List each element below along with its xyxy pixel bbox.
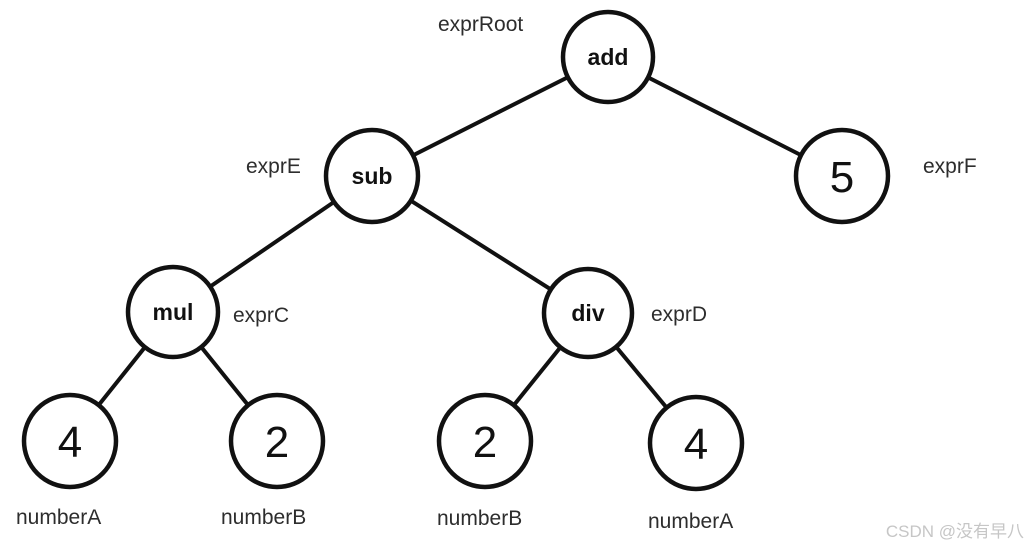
node-2-left-label: 2: [265, 418, 289, 467]
node-4-left-circle: [21, 392, 119, 490]
node-4-left-label: 4: [58, 418, 82, 467]
node-mul-circle: [125, 264, 221, 360]
node-2-left: 2: [228, 392, 326, 490]
node-2-right-circle: [436, 392, 534, 490]
annotation-exprE: exprE: [246, 155, 301, 178]
annotation-numberB-left: numberB: [221, 506, 306, 529]
node-add-circle: [560, 9, 656, 105]
node-5-circle: [793, 127, 891, 225]
node-sub: sub: [323, 127, 421, 225]
annotation-exprD: exprD: [651, 303, 707, 326]
csdn-watermark: CSDN @没有早八: [886, 522, 1024, 541]
node-mul: mul: [125, 264, 221, 360]
node-div-circle: [541, 266, 635, 360]
node-4-right-label: 4: [684, 420, 708, 469]
node-mul-label: mul: [153, 299, 194, 325]
node-sub-label: sub: [352, 163, 393, 189]
node-2-right-label: 2: [473, 418, 497, 467]
node-2-left-circle: [228, 392, 326, 490]
node-div: div: [541, 266, 635, 360]
annotation-numberA-right: numberA: [648, 510, 733, 533]
node-sub-circle: [323, 127, 421, 225]
annotation-exprC: exprC: [233, 304, 289, 327]
node-5: 5: [793, 127, 891, 225]
node-add: add: [560, 9, 656, 105]
annotation-exprF: exprF: [923, 155, 977, 178]
annotation-numberB-right: numberB: [437, 507, 522, 530]
annotation-numberA-left: numberA: [16, 506, 101, 529]
node-add-label: add: [588, 44, 629, 70]
node-4-right-circle: [647, 394, 745, 492]
annotation-exprRoot: exprRoot: [438, 13, 523, 36]
node-5-label: 5: [830, 153, 854, 202]
node-4-left: 4: [21, 392, 119, 490]
node-4-right: 4: [647, 394, 745, 492]
node-2-right: 2: [436, 392, 534, 490]
node-div-label: div: [571, 300, 604, 326]
